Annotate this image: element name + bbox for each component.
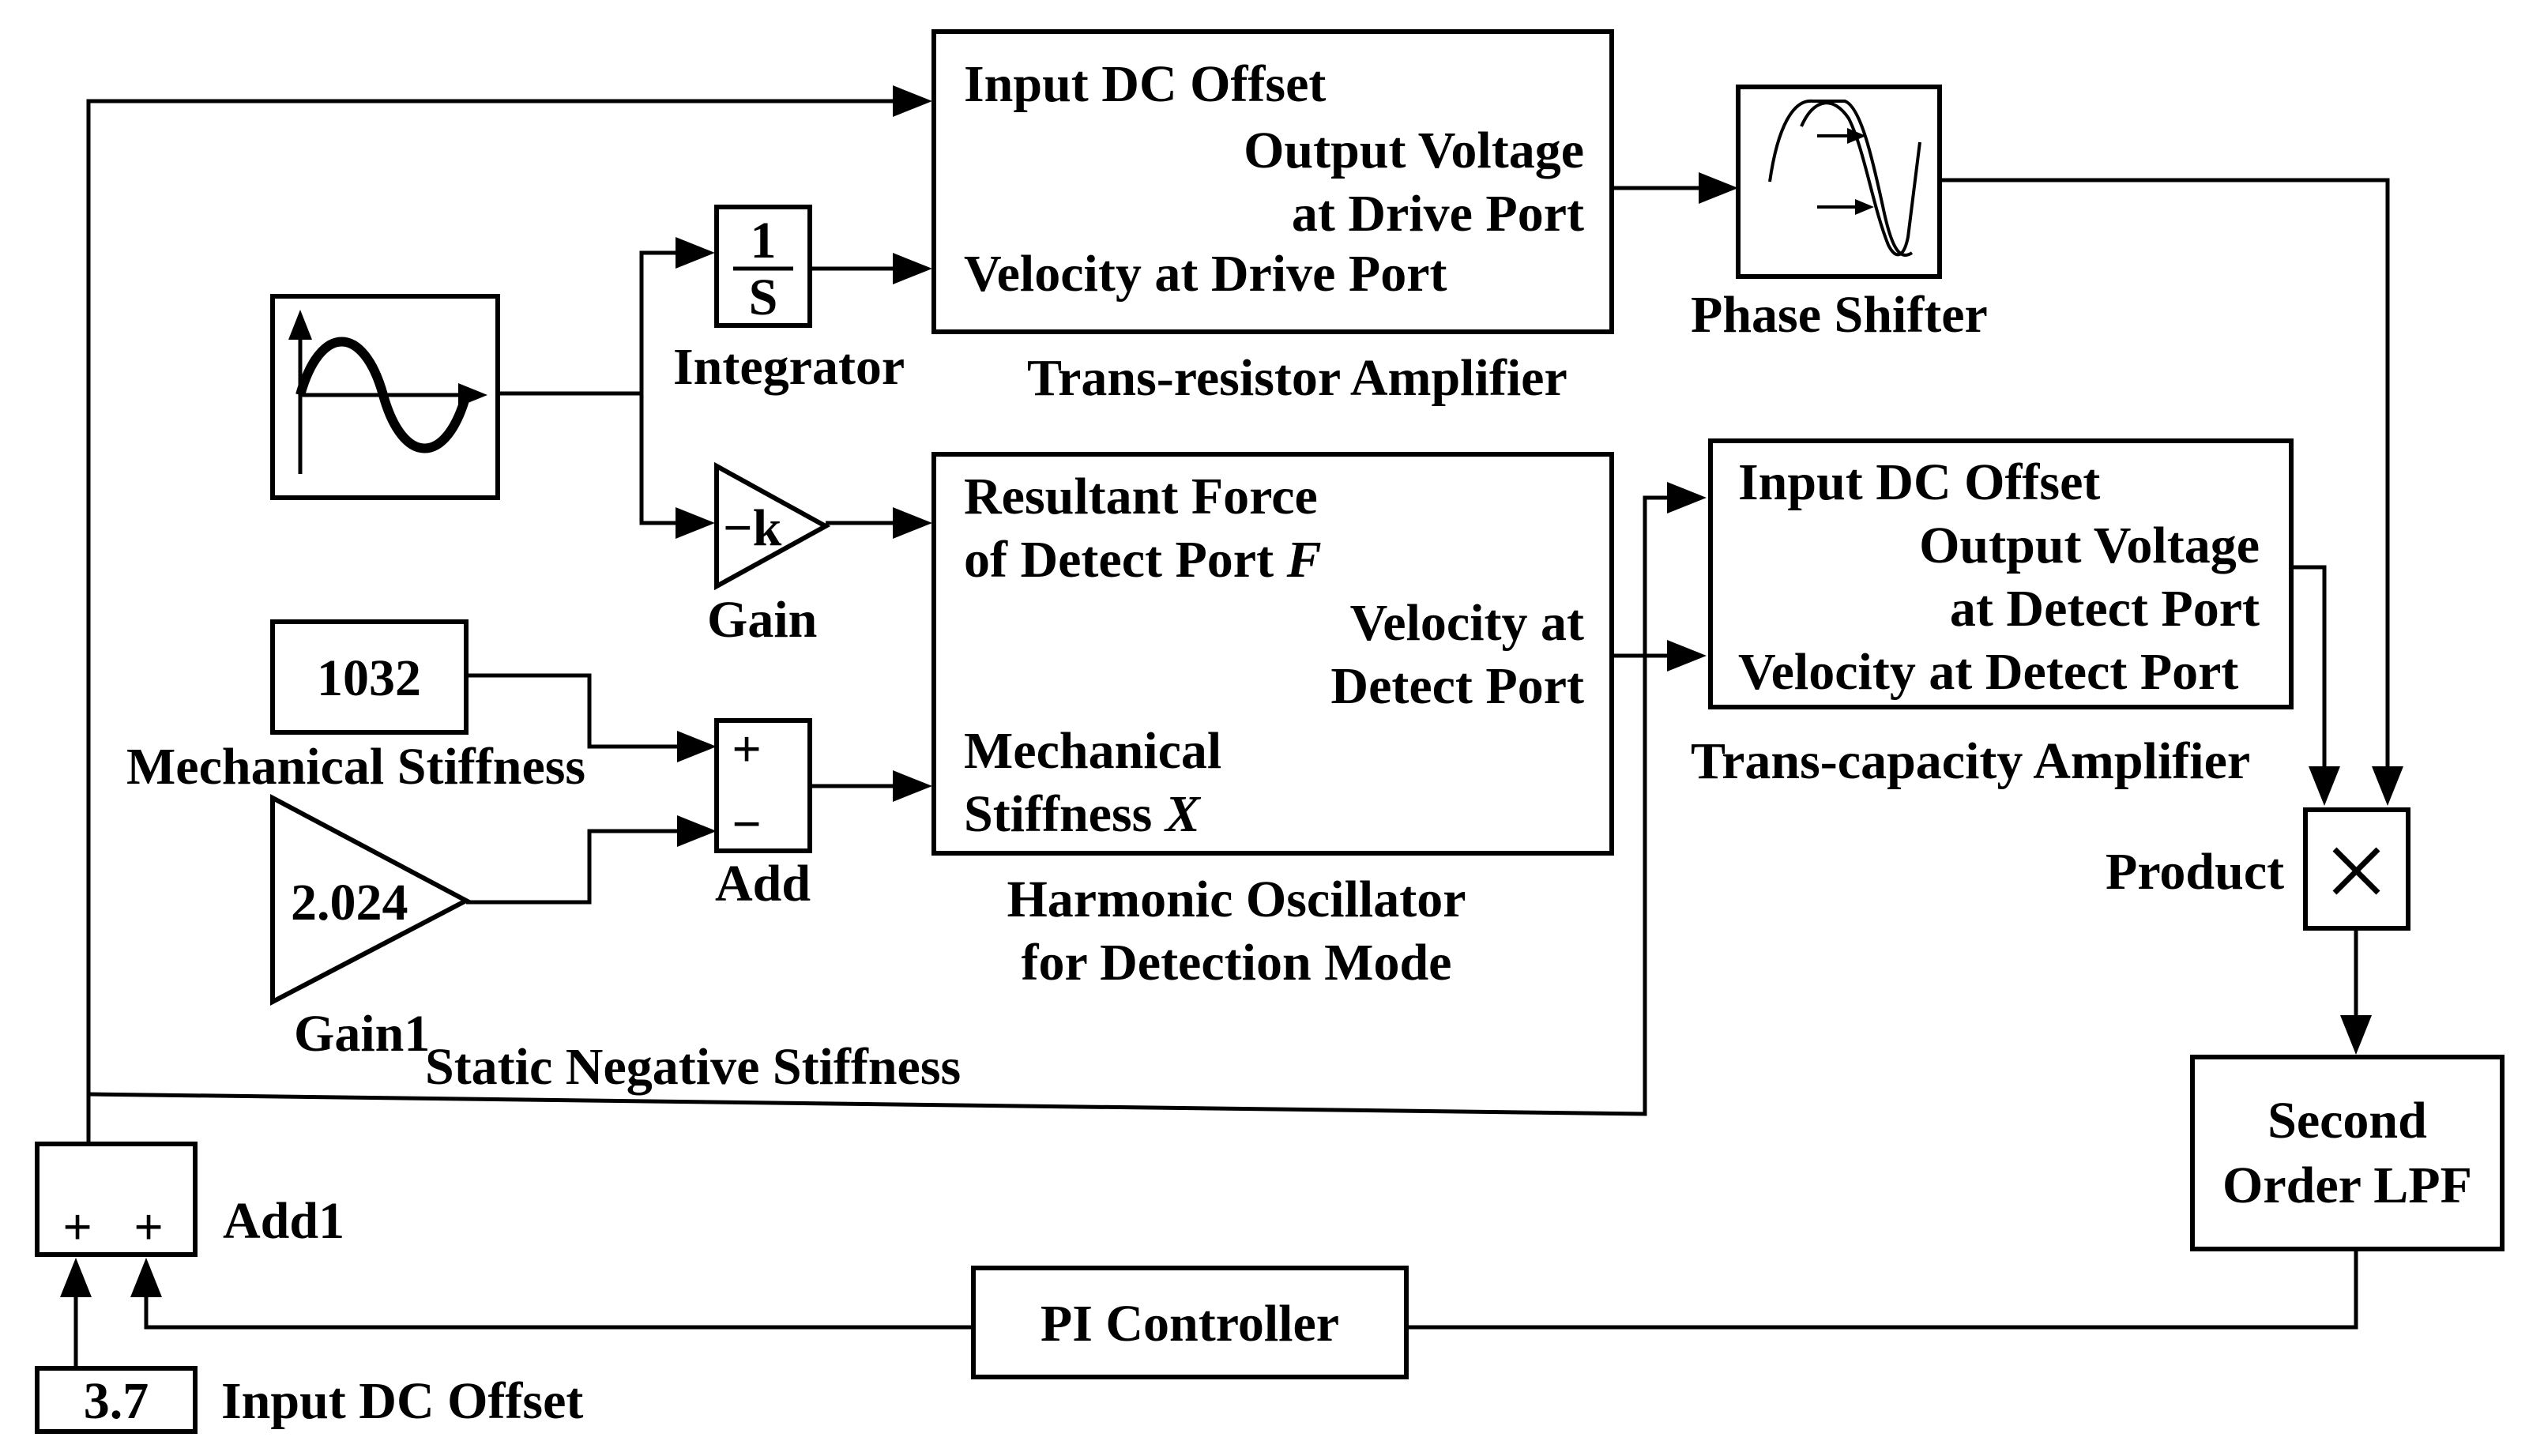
detect-output-voltage-label-1: Output Voltage [1919,517,2260,574]
add1-plus-left: + [62,1198,92,1256]
arrow-add-plus [677,731,717,762]
detect-velocity-label-2: Detect Port [1330,657,1584,715]
mechanical-stiffness-constant-block[interactable] [270,619,469,735]
wire-stiffness-to-add [468,673,681,749]
mechanical-stiffness-value: 1032 [317,649,421,707]
arrow-stiffness-in [893,770,932,802]
integrator-caption: Integrator [673,338,905,396]
gain1-block[interactable] [270,794,472,1006]
arrow-add1-left [60,1258,92,1297]
drive-input-dc-offset-label: Input DC Offset [964,55,1326,113]
multiply-icon [2332,847,2380,895]
input-dc-offset-constant-block[interactable] [35,1366,198,1434]
second-order-lpf-block[interactable] [2190,1055,2505,1251]
arrow-detect-dc [1667,482,1707,514]
gain-value: −k [723,499,782,557]
harmonic-caption-1: Harmonic Oscillator [1007,871,1466,928]
force-label-2: of Detect Port F [964,531,1322,589]
lpf-label-2: Order LPF [2222,1157,2472,1214]
arrow-to-integrator [676,237,715,269]
trans-capacity-amplifier-block[interactable] [1708,438,2294,709]
input-dc-offset-caption: Input DC Offset [221,1372,583,1430]
add-plus-sign: + [732,720,762,778]
integrator-numerator: 1 [751,212,777,269]
mechanical-stiffness-label-2: Stiffness X [964,785,1202,843]
phase-shift-icon [1768,99,1921,257]
arrow-add1-right [130,1258,162,1297]
wire-sine-branch-down [639,393,679,525]
wire-phase-to-product [1940,178,2390,770]
arrow-to-gain [676,507,715,539]
mechanical-stiffness-label-1: Mechanical [964,722,1221,780]
arrow-add-minus [677,815,717,847]
arrow-drive-velocity [893,253,932,284]
wire-sine-branch-up [639,250,679,393]
add-minus-sign: − [732,796,762,853]
drive-output-voltage-label-2: at Drive Port [1292,185,1584,243]
trans-resistor-caption: Trans-resistor Amplifier [1027,349,1567,407]
arrow-lpf-in [2340,1015,2372,1055]
wire-add1-to-drive-dc [86,99,897,1142]
gain-caption: Gain [707,591,817,649]
mechanical-stiffness-caption: Mechanical Stiffness [126,738,585,796]
add1-caption: Add1 [223,1192,344,1250]
product-caption: Product [2106,843,2284,901]
gain-block[interactable] [714,461,831,591]
drive-velocity-label: Velocity at Drive Port [964,245,1447,303]
wire-lpf-to-pi [1406,1248,2358,1330]
add-block[interactable] [714,718,812,853]
arrow-drive-dc [893,85,932,117]
arrow-product-in-left [2309,766,2340,806]
arrow-phase-in [1699,172,1738,204]
add-caption: Add [715,855,811,912]
gain1-value: 2.024 [291,874,408,931]
arrow-product-in-right [2372,766,2403,806]
pi-controller-block[interactable] [971,1266,1409,1379]
phase-shifter-caption: Phase Shifter [1691,286,1988,344]
wire-gain1-to-add [466,829,681,905]
harmonic-oscillator-block[interactable] [931,452,1614,856]
pi-controller-label: PI Controller [1041,1295,1339,1353]
gain1-caption: Gain1 [294,1005,430,1063]
arrow-detect-velocity [1667,640,1707,672]
detect-velocity-label-1: Velocity at [1350,594,1584,652]
force-label-1: Resultant Force [964,468,1318,525]
add1-block[interactable] [35,1142,198,1257]
sine-wave-icon [288,310,487,474]
arrow-force-in [893,507,932,539]
static-negative-stiffness-caption: Static Negative Stiffness [425,1038,961,1096]
lpf-label-1: Second [2267,1092,2427,1149]
integrator-denominator: S [749,269,778,326]
detect-input-dc-offset-label: Input DC Offset [1738,453,2100,511]
harmonic-caption-2: for Detection Mode [1022,934,1452,991]
drive-output-voltage-label-1: Output Voltage [1244,122,1584,179]
phase-shifter-block[interactable] [1736,85,1942,279]
wire-add1-to-detect-dc [88,495,1667,1116]
integrator-block[interactable] [714,205,812,328]
wire-pi-to-add1 [144,1297,973,1330]
detect-output-voltage-label-2: at Detect Port [1950,580,2260,638]
wire-detect-out-to-product [2291,565,2327,770]
trans-capacity-caption: Trans-capacity Amplifier [1691,732,2250,790]
trans-resistor-amplifier-block[interactable] [931,29,1614,334]
add1-plus-right: + [134,1198,164,1256]
detect-velocity-out-label: Velocity at Detect Port [1738,643,2238,701]
input-dc-offset-value: 3.7 [84,1372,149,1430]
